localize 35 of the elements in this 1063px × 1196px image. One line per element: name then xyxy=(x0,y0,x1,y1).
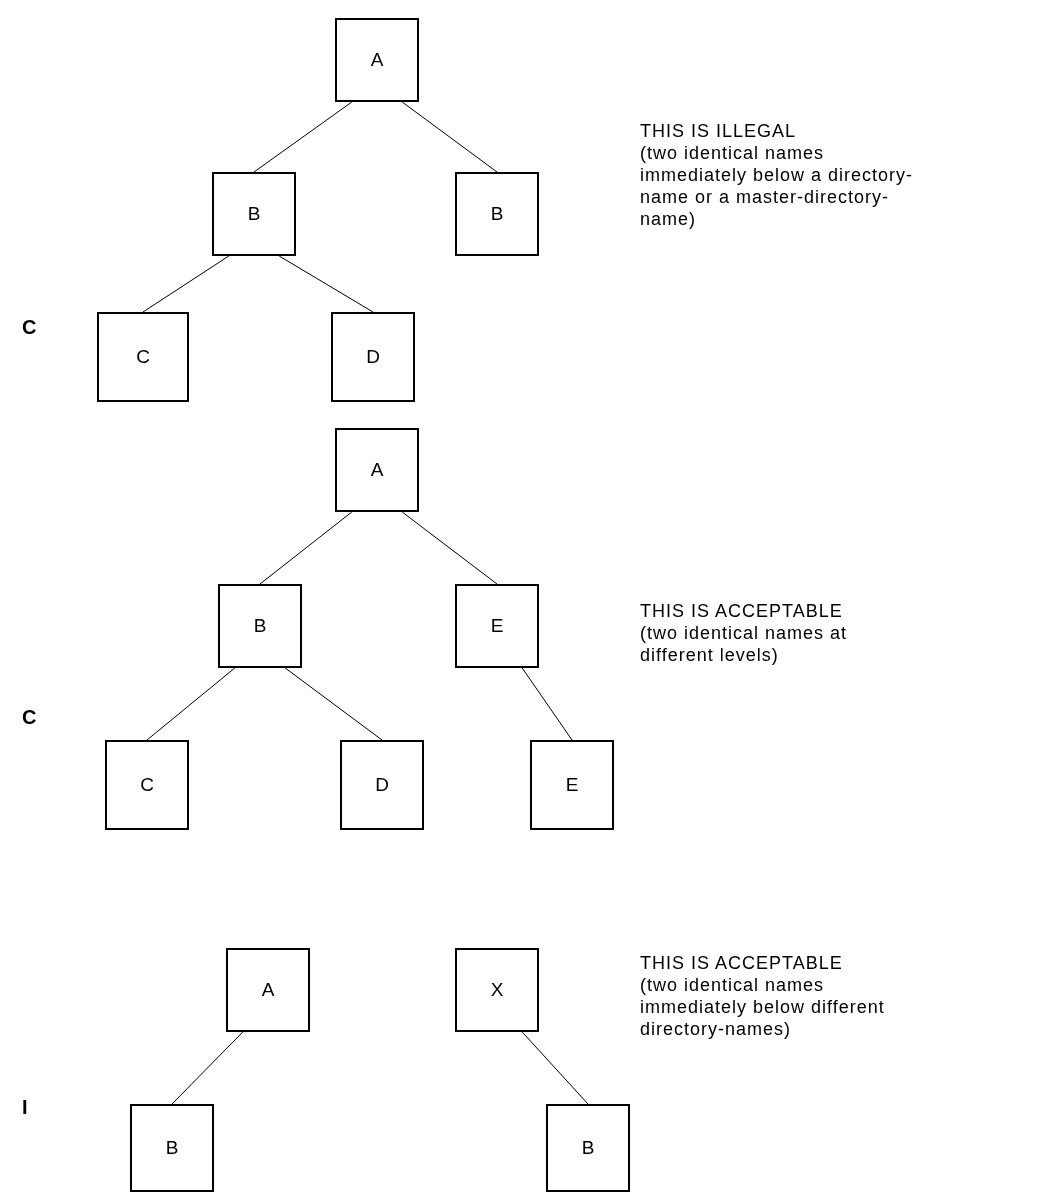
note-text: (two identical names immediately below a directory-name or a master-directory-name) xyxy=(640,142,915,230)
connector-line xyxy=(259,511,353,585)
name-box: B xyxy=(455,172,539,256)
name-box: D xyxy=(331,312,415,402)
name-box: E xyxy=(530,740,614,830)
connector-line xyxy=(253,101,353,173)
heading-text: THIS IS ACCEPTABLE xyxy=(640,600,844,622)
heading-text: THIS IS ACCEPTABLE xyxy=(640,952,844,974)
connector-line xyxy=(401,101,498,173)
name-box: E xyxy=(455,584,539,668)
name-box: B xyxy=(130,1104,214,1192)
connector-line xyxy=(146,667,236,741)
side-letter: C xyxy=(22,705,38,730)
name-box: D xyxy=(340,740,424,830)
name-box: B xyxy=(546,1104,630,1192)
connector-line xyxy=(401,511,498,585)
name-box: A xyxy=(335,428,419,512)
note-text: (two identical names immediately below different directory-names) xyxy=(640,974,886,1040)
name-box: B xyxy=(212,172,296,256)
name-box: B xyxy=(218,584,302,668)
name-box: C xyxy=(97,312,189,402)
name-box: C xyxy=(105,740,189,830)
heading-text: THIS IS ILLEGAL xyxy=(640,120,798,142)
connector-line xyxy=(521,1031,589,1105)
connector-line xyxy=(521,667,573,741)
name-box: A xyxy=(335,18,419,102)
connector-line xyxy=(171,1031,244,1105)
side-letter: I xyxy=(22,1095,29,1120)
note-text: (two identical names at different levels) xyxy=(640,622,849,666)
connector-line xyxy=(278,255,374,313)
name-box: X xyxy=(455,948,539,1032)
side-letter: C xyxy=(22,315,38,340)
connector-line xyxy=(142,255,230,313)
name-box: A xyxy=(226,948,310,1032)
connector-line xyxy=(284,667,383,741)
